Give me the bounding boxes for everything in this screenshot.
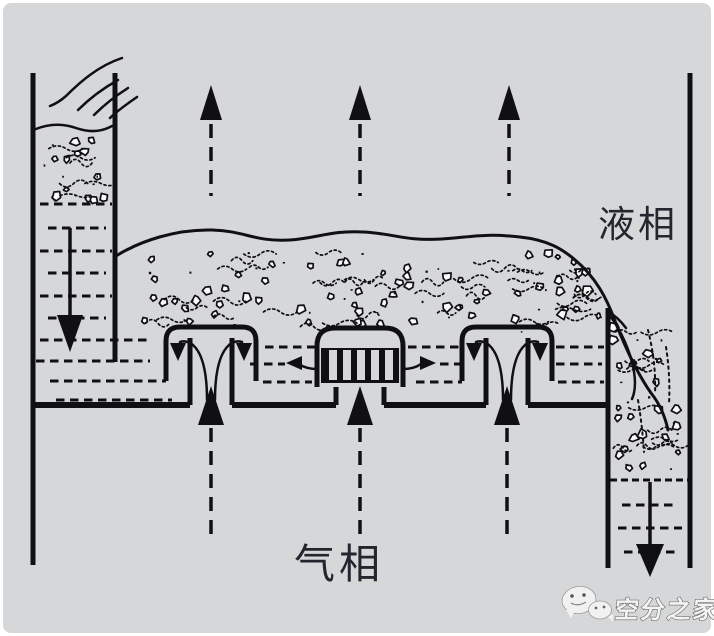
- inlet-waterfall: [34, 56, 139, 133]
- gas-up-arrows-top: [200, 85, 520, 196]
- column-walls: [30, 73, 693, 568]
- gas-up-arrow: [198, 386, 224, 543]
- chat-bubbles-logo-icon: [561, 586, 613, 622]
- slot-discharge-arrow-right: [401, 356, 436, 371]
- liquid-phase-label: 液相: [598, 203, 678, 246]
- watermark-text: 空分之家: [613, 596, 714, 624]
- slot-discharge-arrow-left: [286, 356, 319, 371]
- gas-up-arrow: [349, 85, 371, 196]
- froth-right-downcomer: [612, 396, 689, 473]
- right-liquid-down-arrow: [636, 482, 664, 577]
- left-liquid-down-arrow: [57, 228, 83, 352]
- weir-overflow: [605, 309, 671, 453]
- froth-left-downcomer: [43, 136, 119, 205]
- downcomer-liquid-surface: [34, 123, 114, 133]
- gas-up-arrow: [498, 85, 520, 196]
- froth-tray: [140, 248, 602, 333]
- slotted-cap-center: [286, 325, 436, 405]
- watermark: 空分之家: [561, 586, 714, 625]
- gas-up-arrow: [494, 386, 520, 543]
- gas-up-arrow: [347, 386, 373, 543]
- bubble-cap-right: [459, 324, 555, 405]
- gas-phase-label: 气相: [294, 540, 384, 588]
- froth-weir-top: [554, 267, 602, 321]
- gas-up-arrows-bottom: [198, 386, 520, 543]
- bubble-cap-left: [163, 324, 259, 405]
- gas-up-arrow: [200, 85, 222, 196]
